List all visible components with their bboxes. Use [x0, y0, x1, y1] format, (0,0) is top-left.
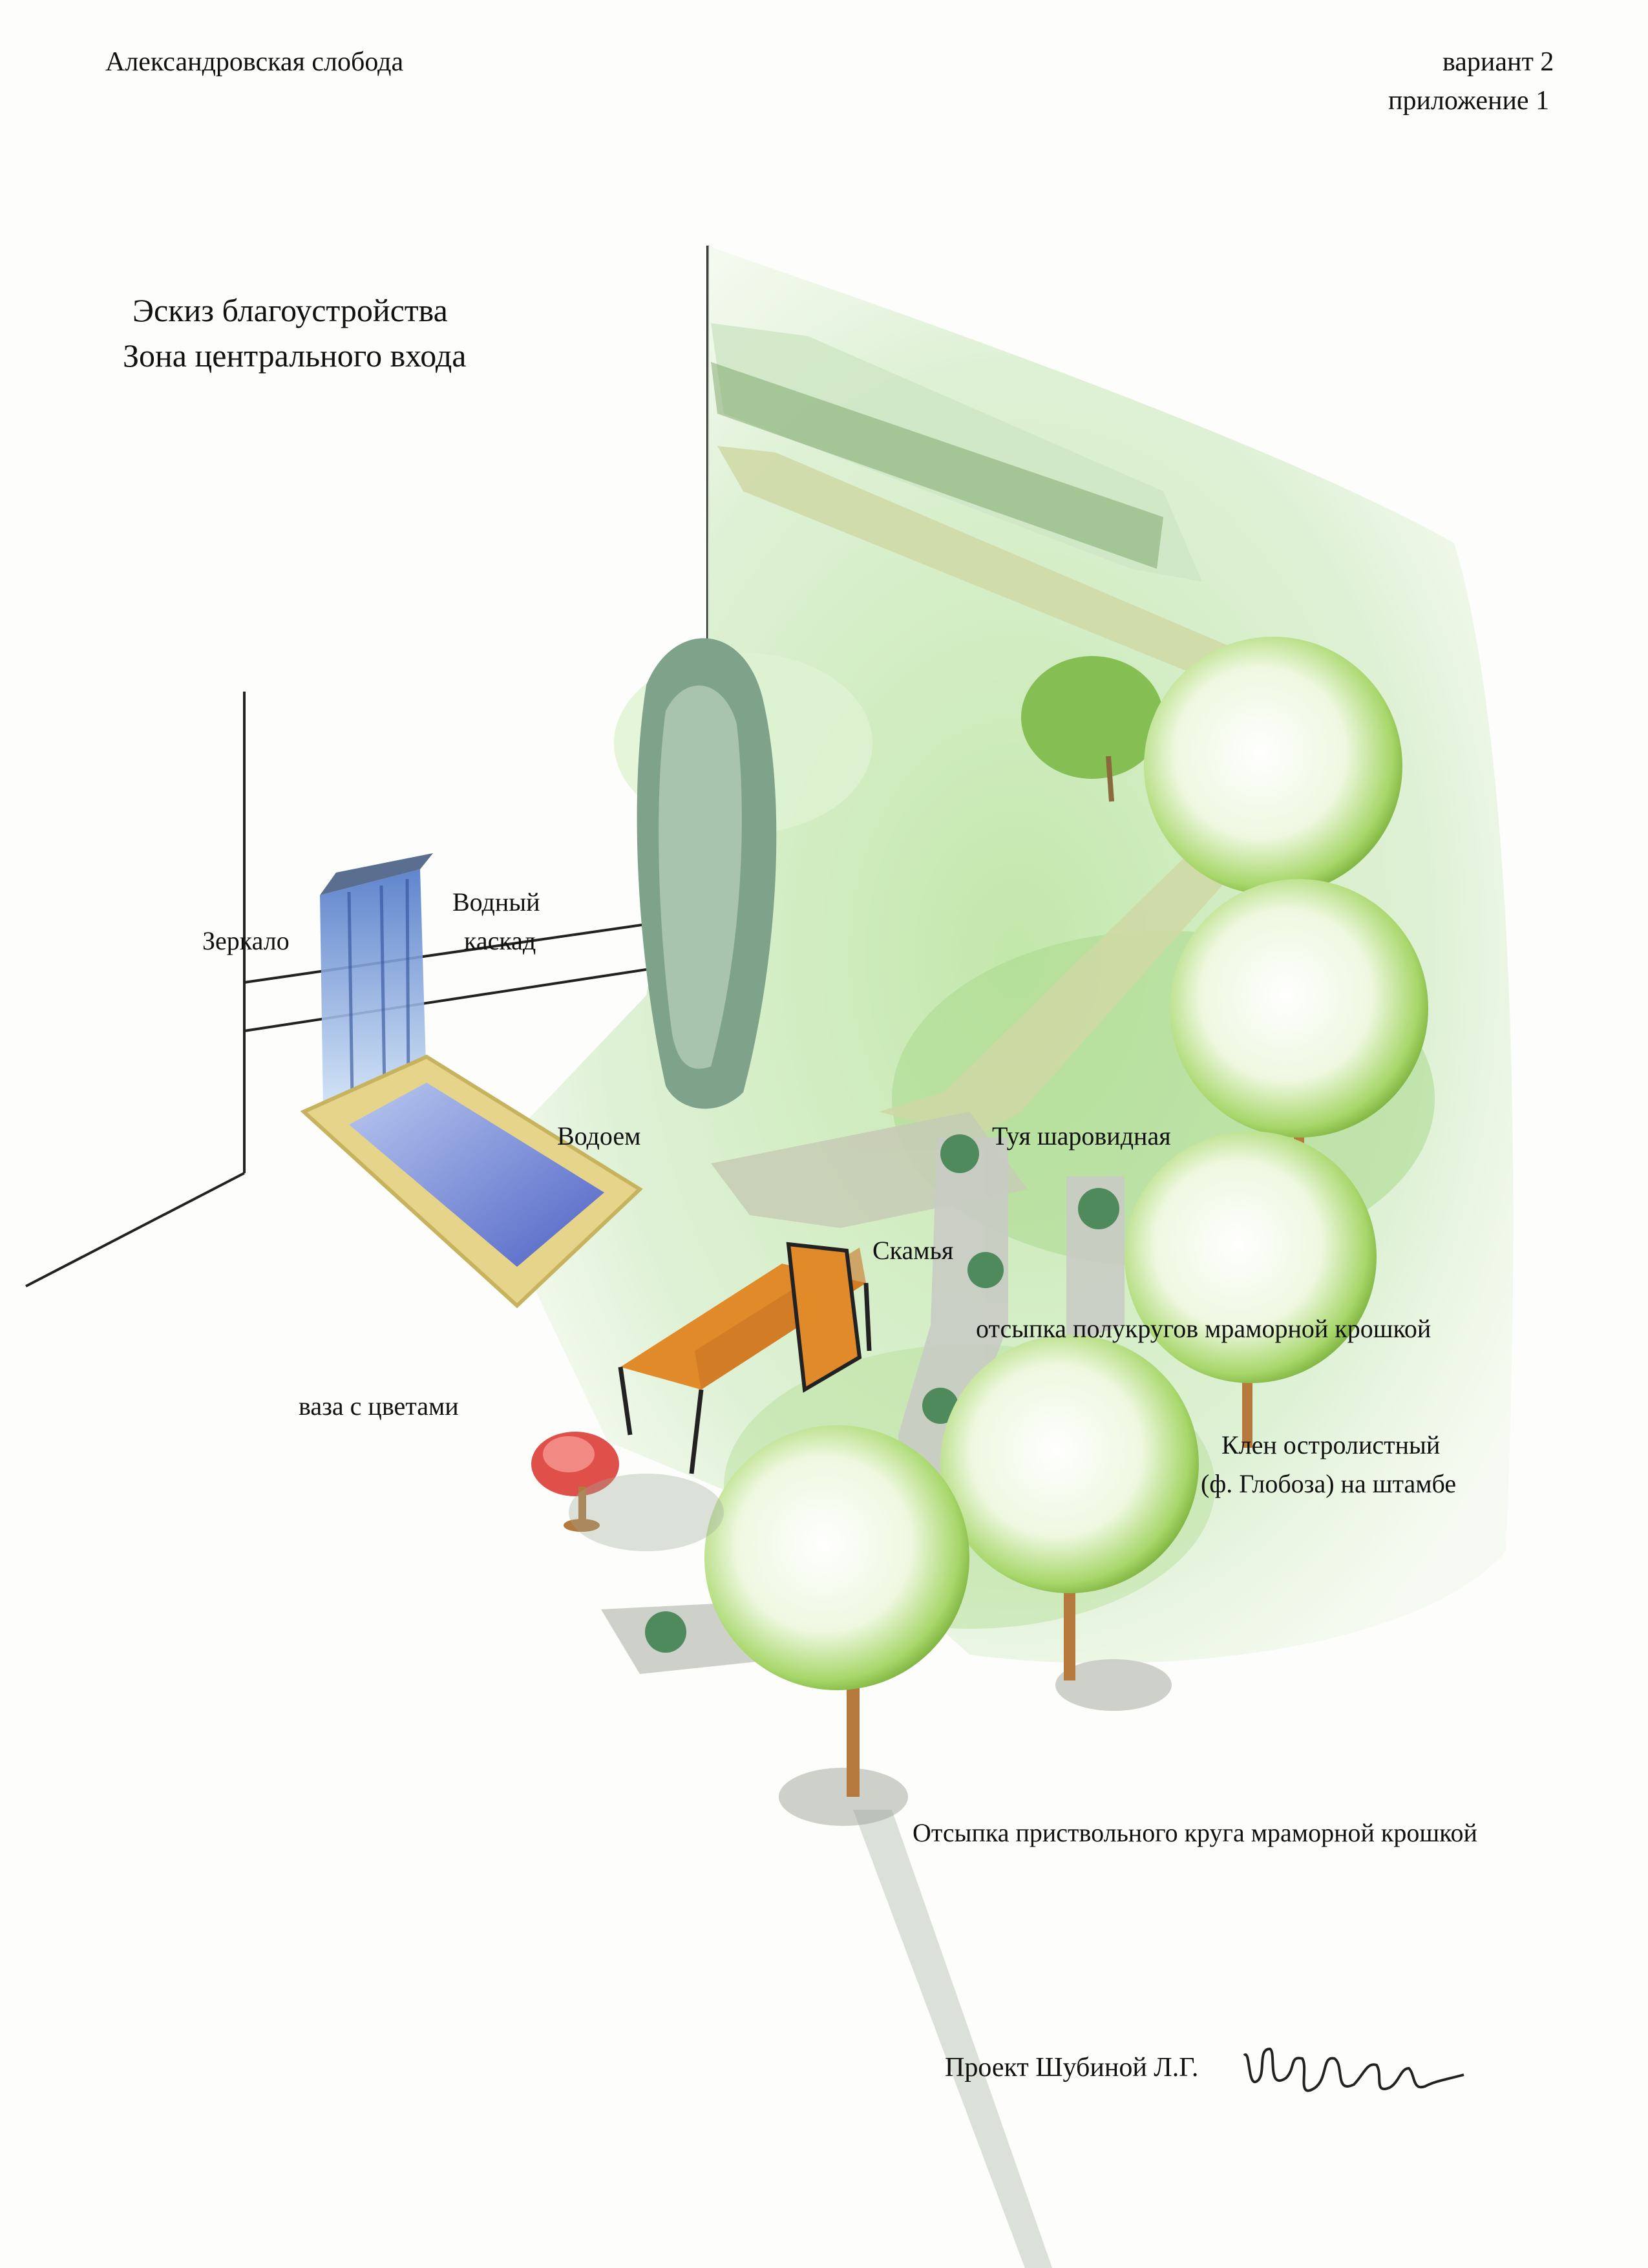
- maple-tree-3: [1125, 1131, 1377, 1448]
- bench-label: Скамья: [872, 1236, 954, 1265]
- maple-trees: [704, 637, 1428, 1797]
- shrub: [1021, 656, 1163, 802]
- maple-tree-1: [1144, 637, 1402, 895]
- variant-label: вариант 2: [1442, 47, 1554, 77]
- cascade-label-line2: каскад: [464, 926, 536, 955]
- flower-vase: [531, 1432, 619, 1532]
- sketch-title: Эскиз благоустройства: [132, 292, 448, 328]
- maple-tree-4: [940, 1335, 1199, 1680]
- bench: [618, 1242, 872, 1474]
- trunk-circle-label: Отсыпка приствольного круга мраморной кр…: [913, 1818, 1477, 1847]
- location-name: Александровская слобода: [105, 47, 404, 77]
- maple-tree-5: [704, 1425, 969, 1797]
- vase-label: ваза с цветами: [299, 1392, 459, 1421]
- handwritten-signature: [1243, 2047, 1464, 2092]
- appendix-label: приложение 1: [1388, 86, 1550, 116]
- maple-label-line2: (ф. Глобоза) на штамбе: [1201, 1469, 1457, 1498]
- hedge: [711, 323, 1202, 582]
- thuja-spheres: [645, 1134, 1119, 1653]
- columnar-thuja: [637, 638, 777, 1109]
- thuja-label: Туя шаровидная: [992, 1121, 1171, 1150]
- mirror-label: Зеркало: [202, 926, 290, 955]
- semicircles-label: отсыпка полукругов мраморной крошкой: [976, 1314, 1431, 1343]
- ground-shadows: [569, 1474, 1053, 2268]
- sketch-subtitle: Зона центрального входа: [123, 337, 467, 374]
- pond: [300, 1054, 643, 1309]
- maple-label-line1: Клен остролистный: [1221, 1430, 1441, 1459]
- pond-label: Водоем: [557, 1121, 641, 1150]
- cascade-label-line1: Водный: [452, 887, 540, 917]
- author-credit: Проект Шубиной Л.Г.: [945, 2053, 1199, 2083]
- water-cascade: [320, 853, 433, 1108]
